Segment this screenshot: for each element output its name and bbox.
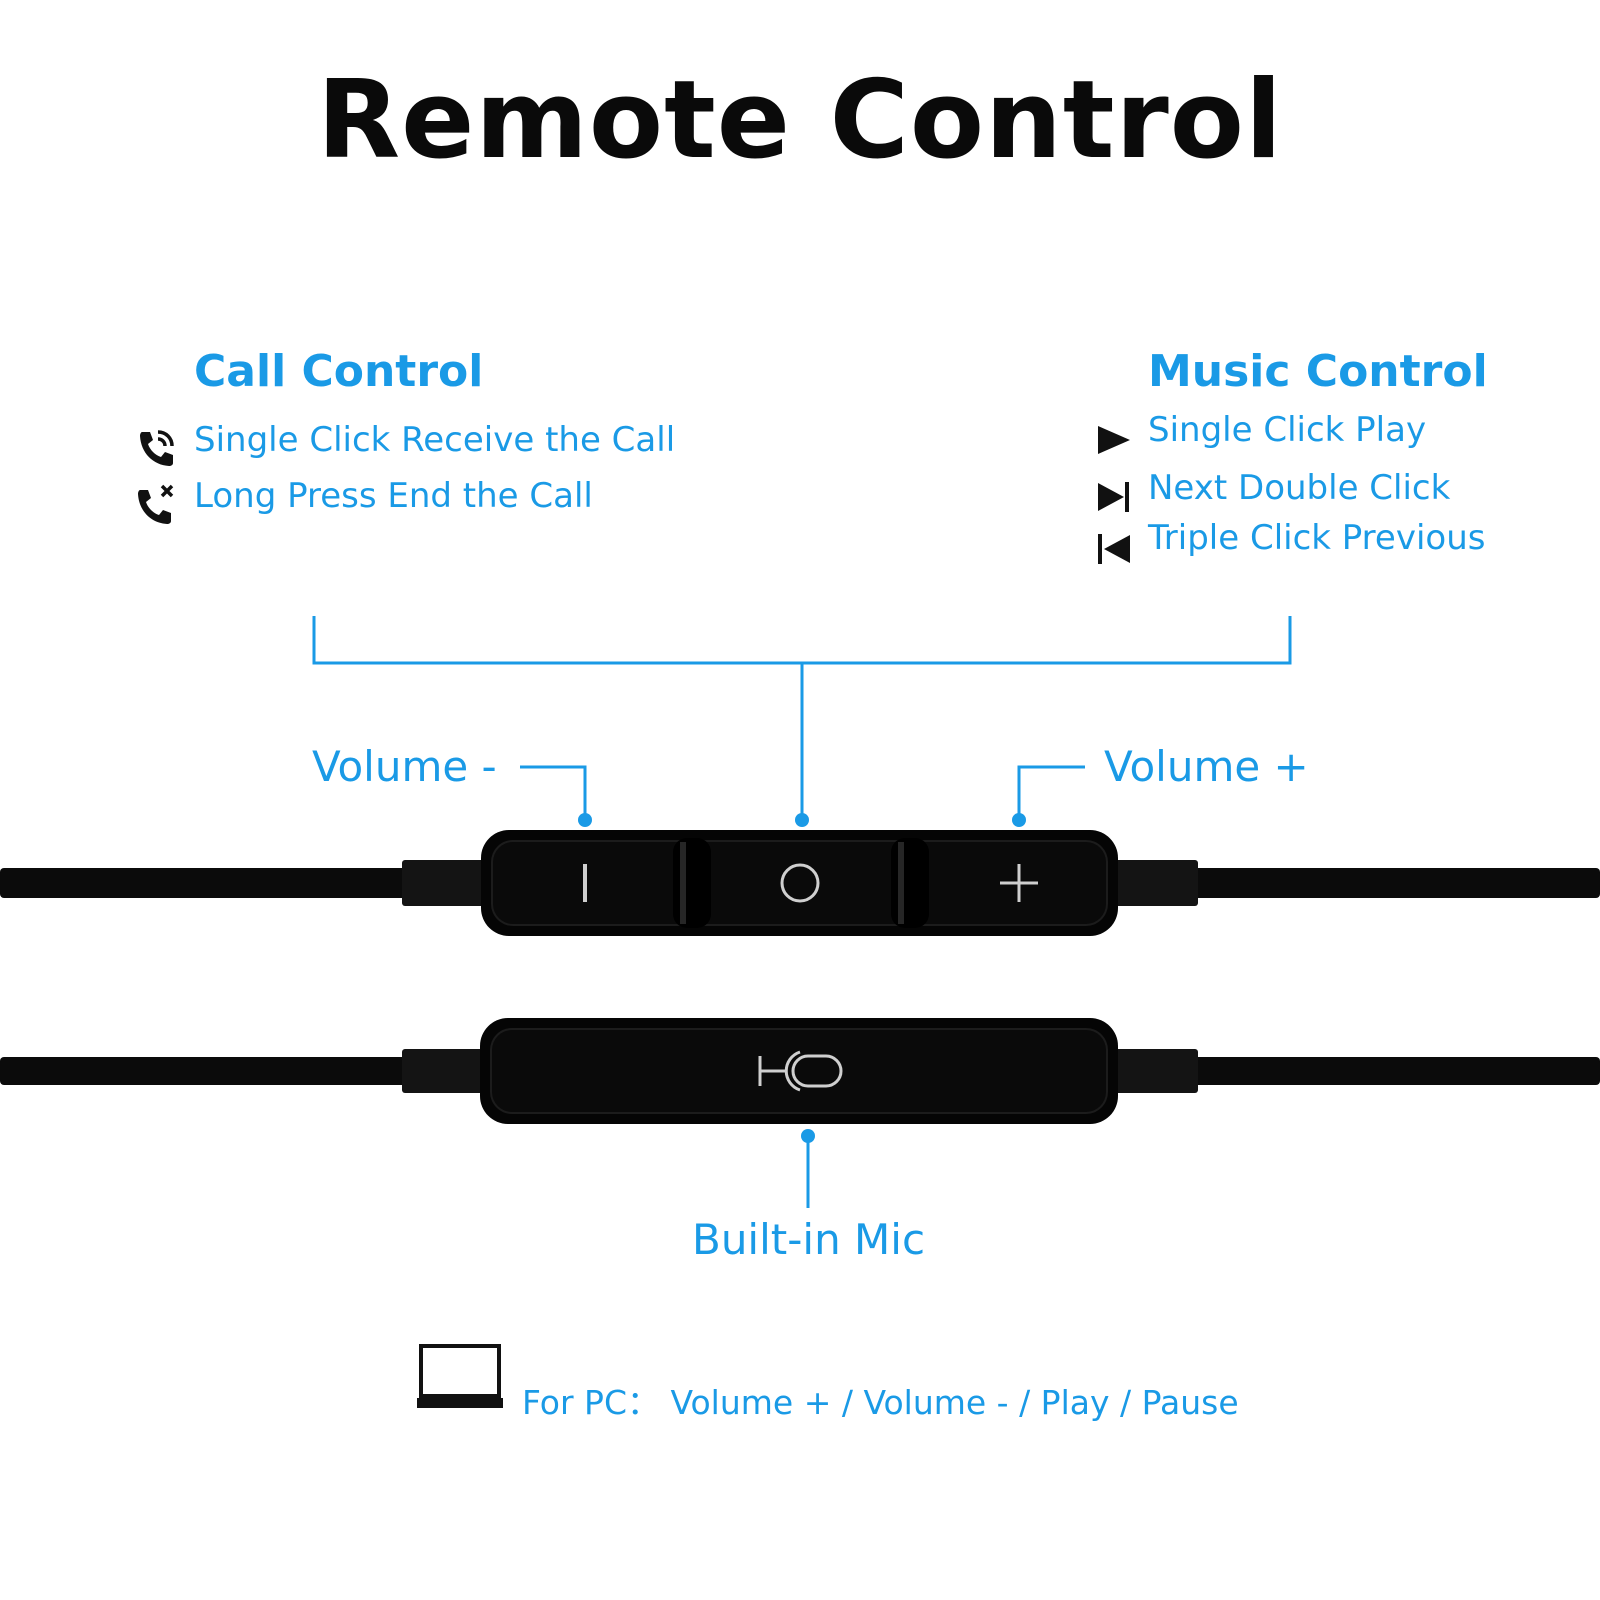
strain-relief-right: [1112, 860, 1198, 906]
phone-end-icon: [136, 484, 180, 524]
volume-down-button[interactable]: [583, 864, 587, 902]
center-button-pointer: [795, 813, 809, 827]
volume-up-button[interactable]: [1000, 864, 1038, 902]
volume-up-pointer: [1012, 813, 1026, 827]
cable-right: [1190, 868, 1600, 898]
volume-up-label: Volume +: [1104, 742, 1309, 791]
volume-up-leader: [1017, 765, 1085, 820]
button-remote: [0, 830, 1600, 936]
call-item-end: Long Press End the Call: [194, 476, 593, 516]
call-item-receive: Single Click Receive the Call: [194, 420, 676, 460]
control-bracket: [312, 616, 1292, 820]
mic-remote: [0, 1018, 1600, 1124]
cable-left: [0, 868, 410, 898]
page-title: Remote Control: [316, 58, 1284, 183]
next-track-icon: [1096, 481, 1132, 513]
play-icon: [1096, 424, 1132, 456]
music-item-previous: Triple Click Previous: [1148, 518, 1486, 558]
call-control-heading: Call Control: [194, 346, 484, 397]
minus-icon: [583, 864, 587, 902]
phone-ring-icon: [136, 428, 180, 468]
laptop-icon: [417, 1344, 503, 1408]
built-in-mic-label: Built-in Mic: [692, 1215, 926, 1264]
segment-divider: [673, 838, 711, 928]
music-item-play: Single Click Play: [1148, 410, 1427, 450]
music-control-heading: Music Control: [1148, 346, 1488, 397]
volume-down-leader: [520, 765, 587, 820]
pc-note: For PC： Volume + / Volume - / Play / Pau…: [522, 1383, 1239, 1422]
volume-down-pointer: [578, 813, 592, 827]
strain-relief-left: [402, 860, 488, 906]
segment-divider: [891, 838, 929, 928]
mic-icon: [758, 1050, 843, 1092]
circle-icon: [780, 863, 820, 903]
plus-icon: [1000, 864, 1038, 902]
volume-down-label: Volume -: [312, 742, 497, 791]
previous-track-icon: [1096, 533, 1132, 565]
music-item-next: Next Double Click: [1148, 468, 1451, 508]
center-button[interactable]: [780, 863, 820, 903]
